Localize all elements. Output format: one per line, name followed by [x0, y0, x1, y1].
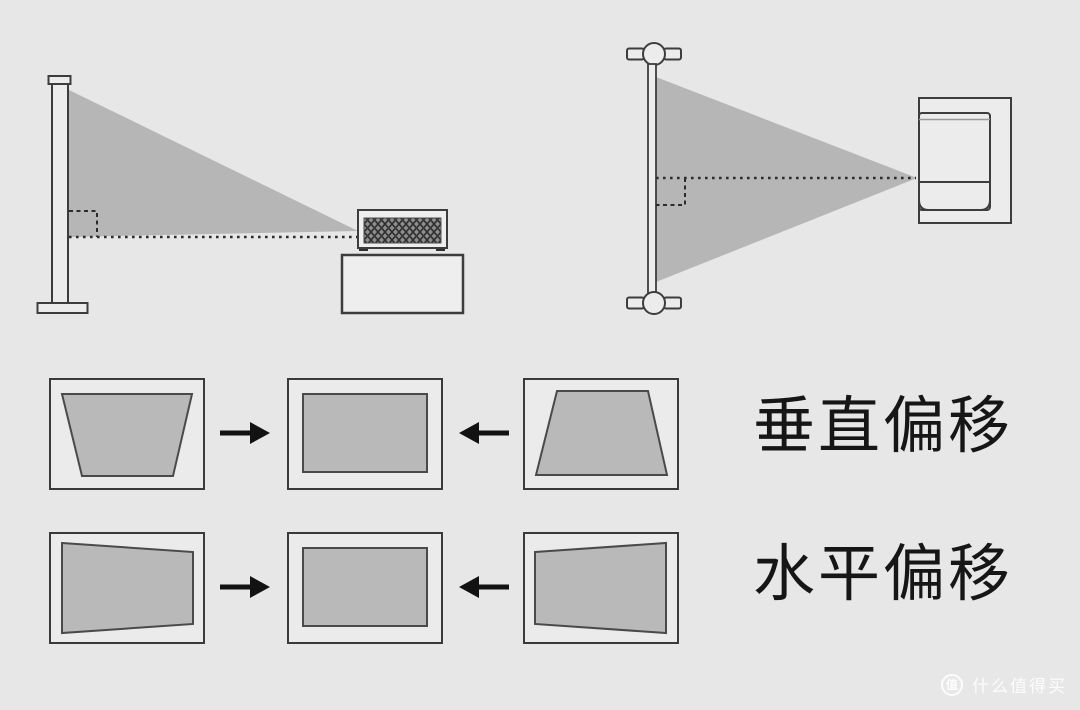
- projector-top: [918, 97, 1012, 224]
- screen-frame-v-corrected: [287, 378, 443, 490]
- projection-beam-side: [69, 90, 358, 237]
- top-view-diagram: [626, 42, 1012, 315]
- projected-image: [534, 541, 667, 635]
- arrow-left-icon: [457, 421, 511, 445]
- arrow-right-icon: [218, 421, 272, 445]
- offset-marker-side: [69, 210, 98, 237]
- screen-bar-top: [626, 42, 682, 315]
- screen-frame-v-before-1: [49, 378, 205, 490]
- screen-frame-v-before-2: [523, 378, 679, 490]
- arrow-right-icon: [218, 575, 272, 599]
- projected-image: [60, 393, 194, 477]
- projected-image: [534, 390, 669, 476]
- projected-image: [302, 547, 428, 627]
- projector-grille: [363, 217, 442, 244]
- arrow-left-icon: [457, 575, 511, 599]
- projected-image: [302, 393, 428, 473]
- projected-image: [61, 541, 194, 635]
- projector-side: [357, 209, 448, 251]
- projection-beam-top: [656, 77, 917, 282]
- table: [340, 253, 465, 315]
- projection-diagrams: [36, 42, 1012, 315]
- screen-frame-h-before-2: [523, 532, 679, 644]
- offset-marker-top: [656, 178, 686, 206]
- side-view-diagram: [36, 75, 465, 315]
- screen-pole-side: [36, 75, 89, 314]
- smzdm-logo-icon: 值: [941, 673, 963, 696]
- watermark: 值 什么值得买: [941, 672, 1067, 697]
- watermark-text: 什么值得买: [972, 677, 1067, 696]
- screen-frame-h-before-1: [49, 532, 205, 644]
- screen-frame-h-corrected: [287, 532, 443, 644]
- horizontal-offset-label: 水平偏移: [753, 540, 1014, 609]
- vertical-offset-label: 垂直偏移: [753, 392, 1014, 461]
